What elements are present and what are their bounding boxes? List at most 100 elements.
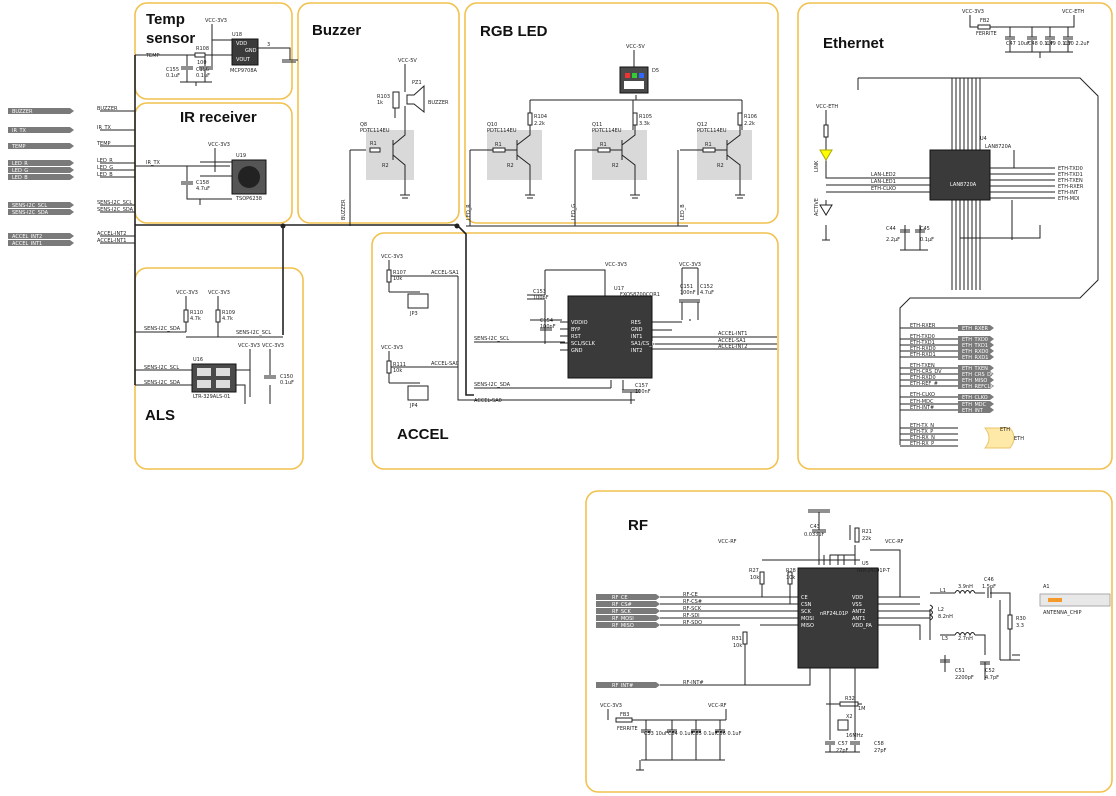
l2-label: L2 bbox=[938, 607, 944, 613]
rf-net-label: RF-SDI bbox=[683, 613, 700, 619]
accel-sa0-net-2: ACCEL-SA0 bbox=[474, 398, 502, 404]
l2-inductor bbox=[928, 604, 933, 621]
r28-label: R28 bbox=[786, 568, 796, 574]
r109 bbox=[215, 309, 221, 323]
l3-inductor bbox=[954, 632, 976, 637]
port-tag-label: TEMP bbox=[11, 144, 26, 150]
c51-value: 2200pF bbox=[955, 675, 974, 681]
c53-label: C53 10uF bbox=[644, 731, 668, 737]
port-tag bbox=[8, 240, 74, 246]
temp-sensor-frame bbox=[134, 2, 293, 100]
buzzer-net-label: BUZZER bbox=[341, 199, 347, 220]
rf-port-label: RF_CS# bbox=[612, 602, 632, 608]
rf-port-label: RF_INT# bbox=[612, 683, 633, 689]
eth-tag-label: ETH_REFCLK bbox=[962, 384, 994, 390]
temp-vcc: VCC-3V3 bbox=[205, 18, 227, 24]
net-label: ACCEL-INT1 bbox=[97, 238, 126, 244]
antenna-chip bbox=[1039, 593, 1111, 607]
eth-bus-connector bbox=[983, 427, 1015, 449]
accel-pin-right: INT1 bbox=[631, 334, 642, 340]
eth-tag-label: ETH_MDC bbox=[962, 402, 987, 408]
als-vcc4: VCC-3V3 bbox=[262, 343, 284, 349]
svg-text:R2: R2 bbox=[612, 163, 619, 169]
eth-tag bbox=[958, 401, 994, 407]
rf-port-label: RF_CE bbox=[612, 595, 628, 601]
c158-label: C158 bbox=[196, 180, 209, 186]
transistor-label: Q10 bbox=[487, 122, 497, 128]
transistor-label: Q11 bbox=[592, 122, 602, 128]
rf-net-label: RF-CS# bbox=[683, 599, 702, 605]
eth-tag-label: ETH_RXD0 bbox=[962, 349, 988, 355]
l2-value: 8.2nH bbox=[938, 614, 953, 620]
rf-pin-right: VDD_PA bbox=[852, 623, 872, 629]
ethernet-circuit: VCC-3V3 VCC-ETH FB2 FERRITE C47 10uF C48… bbox=[814, 9, 1099, 449]
accel-vcc3: VCC-3V3 bbox=[605, 262, 627, 268]
svg-text:C45: C45 bbox=[920, 226, 930, 232]
temp-sensor-title: Temp bbox=[146, 11, 185, 28]
eth-rxer: ETH-RXER bbox=[1058, 184, 1084, 190]
c58-value: 27pF bbox=[874, 748, 887, 754]
buzzer-vcc: VCC-5V bbox=[398, 58, 417, 64]
accel-sa0-net: ACCEL-SA0 bbox=[431, 361, 459, 367]
c47-label: C47 10uF bbox=[1006, 41, 1030, 47]
port-tag-label: LED_R bbox=[12, 161, 28, 167]
r107-value: 10k bbox=[393, 276, 402, 282]
transistor-part: PDTC114EU bbox=[487, 128, 517, 134]
lan8720a-chip bbox=[929, 149, 991, 201]
u5-part: NRF24L01P-T bbox=[857, 568, 891, 574]
svg-text:3: 3 bbox=[267, 42, 270, 48]
accel-int2-net: ACCEL-INT2 bbox=[718, 344, 747, 350]
net-label: TEMP bbox=[96, 141, 111, 147]
eth-bus-net: ETH-RXD0 bbox=[910, 346, 936, 352]
transistor-symbol bbox=[470, 125, 535, 199]
c48-label: C48 0.1uF bbox=[1028, 41, 1054, 47]
port-tag bbox=[8, 202, 74, 208]
resistor-value: 2.2k bbox=[534, 121, 545, 127]
c50-label: C50 2.2uF bbox=[1064, 41, 1090, 47]
u17-part: FXOS8700CQR1 bbox=[620, 292, 660, 298]
svg-text:R1: R1 bbox=[705, 142, 712, 148]
eth-bus-label-2: ETH bbox=[1014, 436, 1024, 442]
eth-clko: ETH-CLKO bbox=[871, 186, 896, 192]
u4-part: LAN8720A bbox=[985, 144, 1012, 150]
als-sda2-label: SENS-I2C_SDA bbox=[144, 380, 181, 386]
c150-value: 0.1uF bbox=[280, 380, 294, 386]
rf-title: RF bbox=[628, 517, 648, 534]
fb2-part: FERRITE bbox=[976, 31, 997, 37]
jp3-label: JP3 bbox=[409, 311, 418, 317]
r27-value: 10k bbox=[750, 575, 759, 581]
eth-led-vcc: VCC-ETH bbox=[816, 104, 838, 110]
jp4-label: JP4 bbox=[409, 403, 418, 409]
rf-frame bbox=[585, 490, 1113, 793]
eth-bus-net: ETH-TXD1 bbox=[910, 340, 935, 346]
crystal-x2 bbox=[837, 719, 849, 731]
accel-pin-left: SCL/SCLK bbox=[571, 341, 596, 347]
rf-port-tag bbox=[596, 608, 660, 614]
r32-value: 1M bbox=[858, 706, 866, 712]
c155-label: C155 bbox=[166, 67, 179, 73]
c46-label: C46 bbox=[984, 577, 994, 583]
r27-label: R27 bbox=[749, 568, 759, 574]
accel-circuit: VCC-3V3 VCC-3V3 VCC-3V3 VCC-3V3 R107 10k… bbox=[381, 254, 777, 409]
accel-sa1-net-r: ACCEL-SA1 bbox=[718, 338, 746, 344]
port-tag-label: LED_B bbox=[12, 175, 28, 181]
accel-scl-net: SENS-I2C_SCL bbox=[474, 336, 509, 342]
rgb-vcc: VCC-5V bbox=[626, 44, 645, 50]
rf-pin-right: ANT2 bbox=[852, 609, 865, 615]
rf-pin-left: SCK bbox=[801, 609, 812, 615]
port-tag bbox=[8, 233, 74, 239]
port-tag bbox=[8, 209, 74, 215]
eth-tag-label: ETH_RXD1 bbox=[962, 355, 988, 361]
rf-vcc-rf-2: VCC-RF bbox=[708, 703, 727, 709]
eth-tag bbox=[958, 354, 994, 360]
fb2-label: FB2 bbox=[980, 18, 990, 24]
active-led-icon bbox=[819, 204, 833, 216]
als-vcc1: VCC-3V3 bbox=[176, 290, 198, 296]
lan-led2: LAN-LED2 bbox=[871, 172, 896, 178]
eth-tag bbox=[958, 348, 994, 354]
rgb-led-circuit: VCC-5V D5 Q10PDTC114EUR1042.2kR1R2Q11PDT… bbox=[466, 44, 757, 220]
l1-value: 3.9nH bbox=[958, 584, 973, 590]
led-r-net: LED_R bbox=[466, 204, 472, 220]
accel-pin-right: INT2 bbox=[631, 348, 642, 354]
eth-bus-net: ETH-RX_P bbox=[910, 441, 934, 447]
